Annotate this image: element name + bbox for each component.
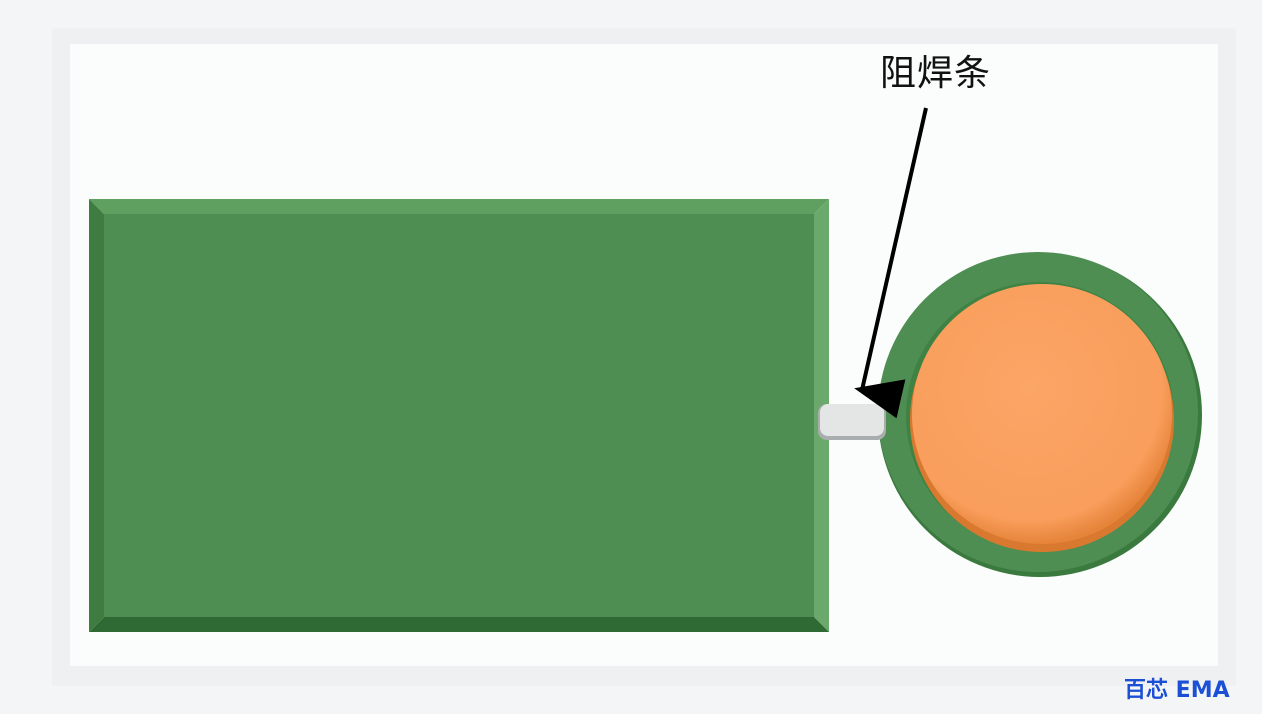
watermark-logo: 百芯 EMA [1124, 678, 1230, 703]
orange-pad [912, 284, 1172, 544]
callout-arrow [854, 107, 928, 419]
rect-bevel-bottom [89, 617, 829, 632]
solder-mask-dam [818, 404, 886, 440]
rect-bevel-top [89, 199, 829, 214]
dam-body [820, 404, 884, 436]
rect-face [104, 214, 814, 617]
circular-pad [878, 252, 1202, 577]
callout-label: 阻焊条 [880, 53, 992, 94]
rect-bevel-left [89, 199, 104, 632]
rectangular-pad [89, 199, 829, 632]
